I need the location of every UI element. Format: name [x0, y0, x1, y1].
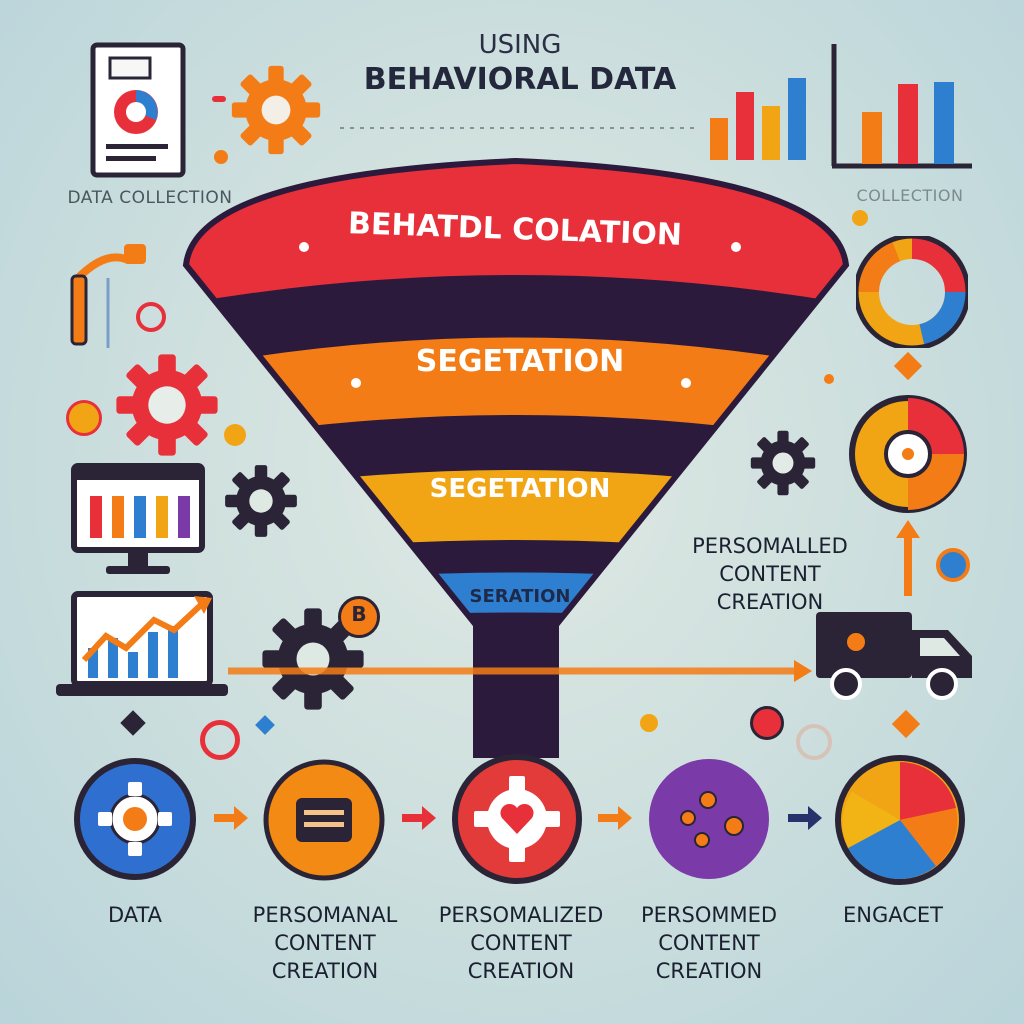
up-arrow-icon — [896, 520, 920, 596]
monitor-bars-icon — [71, 463, 205, 574]
funnel-band-label-3: SEGETATION — [429, 474, 611, 504]
decor-dot — [852, 210, 868, 226]
step-arrow-3 — [598, 806, 632, 830]
step-label-engagement: ENGACET — [842, 903, 943, 927]
step-label-2-line1: PERSOMANAL — [252, 903, 398, 927]
gear-dark-icon — [225, 465, 297, 537]
flow-arrow — [228, 660, 812, 682]
funnel-band-2 — [186, 337, 846, 445]
dotted-connector — [340, 127, 695, 129]
decor-dot — [796, 724, 832, 760]
step-circle-data — [74, 758, 196, 880]
step-label-2-line3: CREATION — [271, 959, 379, 983]
decor-dot — [936, 548, 970, 582]
step-circle-network — [649, 759, 769, 879]
step-label-4-line1: PERSOMMED — [640, 903, 778, 927]
wrench-icon — [70, 244, 146, 348]
donut-chart-icon — [856, 236, 968, 348]
title-line2: BEHAVIORAL DATA — [363, 62, 677, 97]
step-label-data: DATA — [107, 903, 163, 927]
personalized-label-line2: CONTENT — [719, 562, 821, 586]
decor-dot — [214, 150, 228, 164]
badge — [338, 596, 380, 638]
decor-diamond — [120, 710, 146, 736]
decor-dot — [750, 706, 784, 740]
axis-bar-chart-icon — [831, 44, 972, 169]
laptop-chart-icon — [56, 591, 228, 696]
report-document-icon — [90, 42, 186, 178]
funnel-band-label-2: SEGETATION — [415, 344, 625, 379]
step-circle-engagement — [835, 755, 965, 885]
step-arrow-2 — [402, 806, 436, 830]
step-circle-personalized — [452, 754, 582, 884]
step-label-3-line3: CREATION — [467, 959, 575, 983]
title-line1: USING — [478, 30, 562, 60]
decor-dot — [200, 720, 240, 760]
data-collection-label: DATA COLLECTION — [67, 188, 233, 208]
step-label-3-line2: CONTENT — [470, 931, 572, 955]
step-label-3-line1: PERSOMALIZED — [438, 903, 604, 927]
step-circle-content — [263, 759, 385, 881]
step-arrow-1 — [214, 806, 248, 830]
step-label-4-line3: CREATION — [655, 959, 763, 983]
funnel-band-1 — [186, 161, 846, 305]
decor-dot — [224, 424, 246, 446]
badge-label: B — [351, 602, 367, 626]
step-label-2-line2: CONTENT — [274, 931, 376, 955]
bar-chart-icon — [710, 78, 806, 160]
decor-dot — [136, 302, 166, 332]
funnel-band-label-4: SERATION — [469, 586, 571, 607]
decor-dot — [212, 96, 226, 102]
gear-red-icon — [116, 354, 218, 456]
collection-label: COLLECTION — [856, 186, 964, 205]
decor-dot — [824, 374, 834, 384]
step-arrow-4 — [788, 806, 822, 830]
gear-small-icon — [750, 430, 816, 496]
step-label-4-line2: CONTENT — [658, 931, 760, 955]
delivery-truck-icon — [816, 612, 972, 700]
personalized-label-line3: CREATION — [716, 590, 824, 614]
pie-chart-icon — [849, 395, 967, 513]
decor-dot — [640, 714, 658, 732]
decor-diamond — [893, 351, 923, 381]
gear-icon — [231, 65, 321, 155]
personalized-label-line1: PERSOMALLED — [692, 534, 848, 558]
decor-dot — [66, 400, 102, 436]
behavior-funnel — [182, 157, 850, 758]
decor-diamond — [891, 709, 921, 739]
